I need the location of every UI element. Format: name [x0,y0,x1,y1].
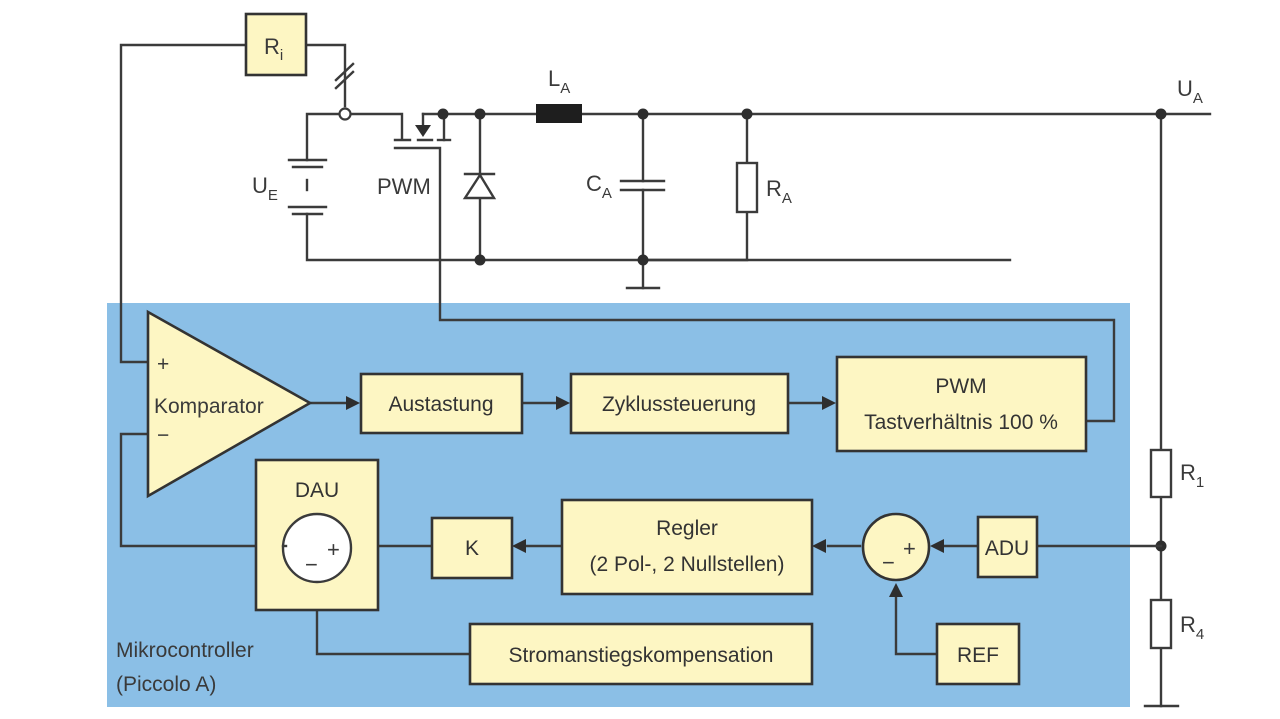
comparator-block [146,309,313,499]
regler-detail-label: (2 Pol-, 2 Nullstellen) [590,553,785,576]
label-ri: Ri [264,34,283,64]
label-ue: UE [252,173,278,204]
microcontroller-model-label: (Piccolo A) [116,673,216,696]
wire-ref-to-sum [894,594,939,656]
dau-label: DAU [295,479,339,502]
pwm-duty-label: Tastverhältnis 100 % [864,411,1058,434]
wire-ri-to-sense [304,43,347,108]
sum-plus-sign: + [903,536,916,561]
label-ca: CA [586,171,612,202]
comparator-plus-sign: + [157,353,169,376]
comparator-minus-sign: − [157,424,169,447]
wire-ue-top [305,112,341,162]
dau-summing-junction [281,512,353,584]
comparator-label: Komparator [154,395,264,418]
wire-ground-rail [305,212,1012,262]
sum-junction [861,512,931,582]
diode-icon [462,172,497,200]
zyklussteuerung-block [569,372,790,435]
sense-tap-icon [334,62,355,90]
austastung-block [359,372,524,435]
k-block [430,516,514,580]
adu-block [976,515,1039,579]
resistor-ra-icon [735,161,759,214]
microcontroller-label: Mikrocontroller [116,639,254,662]
resistor-ri-block [244,12,308,77]
stromanstiegskompensation-label: Stromanstiegskompensation [509,644,774,667]
arrow-icon [512,539,526,553]
label-r1: R1 [1180,460,1204,491]
wire-resistor-ra [641,112,749,262]
resistor-r4-icon [1149,598,1173,650]
zyklussteuerung-label: Zyklussteuerung [602,393,756,416]
wire-ri-to-comparator-plus [119,43,248,364]
sum-minus-sign: − [882,550,895,575]
inductor-la-icon [536,104,582,123]
wire-to-mosfet-drain [349,112,404,140]
arrow-icon [812,539,826,553]
sense-node [338,107,352,121]
pwm-label: PWM [935,375,986,398]
label-la: LA [548,66,570,97]
arrow-icon [346,396,360,410]
wire-dau-to-comparator-minus [119,432,285,548]
arrow-icon [930,539,944,553]
arrow-icon [556,396,570,410]
label-pwm-switch: PWM [377,174,431,199]
ref-block [935,622,1021,686]
arrow-icon [822,396,836,410]
label-ra: RA [766,176,792,207]
k-label: K [465,537,479,560]
stromanstiegskompensation-block [468,622,814,686]
arrow-icon [889,583,903,597]
regler-label: Regler [656,517,718,540]
label-ua: UA [1177,76,1203,107]
dau-plus-sign: + [327,537,340,562]
wire-strom-to-dau [315,594,472,656]
austastung-label: Austastung [388,393,493,416]
dau-minus-sign: − [305,552,318,577]
adu-label: ADU [985,537,1029,560]
ref-label: REF [957,644,999,667]
regler-block [560,498,814,596]
capacitor-ca-icon [619,179,666,192]
battery-ue-icon [287,158,328,216]
pwm-block [835,355,1088,453]
resistor-r1-icon [1149,448,1173,499]
label-r4: R4 [1180,612,1204,643]
